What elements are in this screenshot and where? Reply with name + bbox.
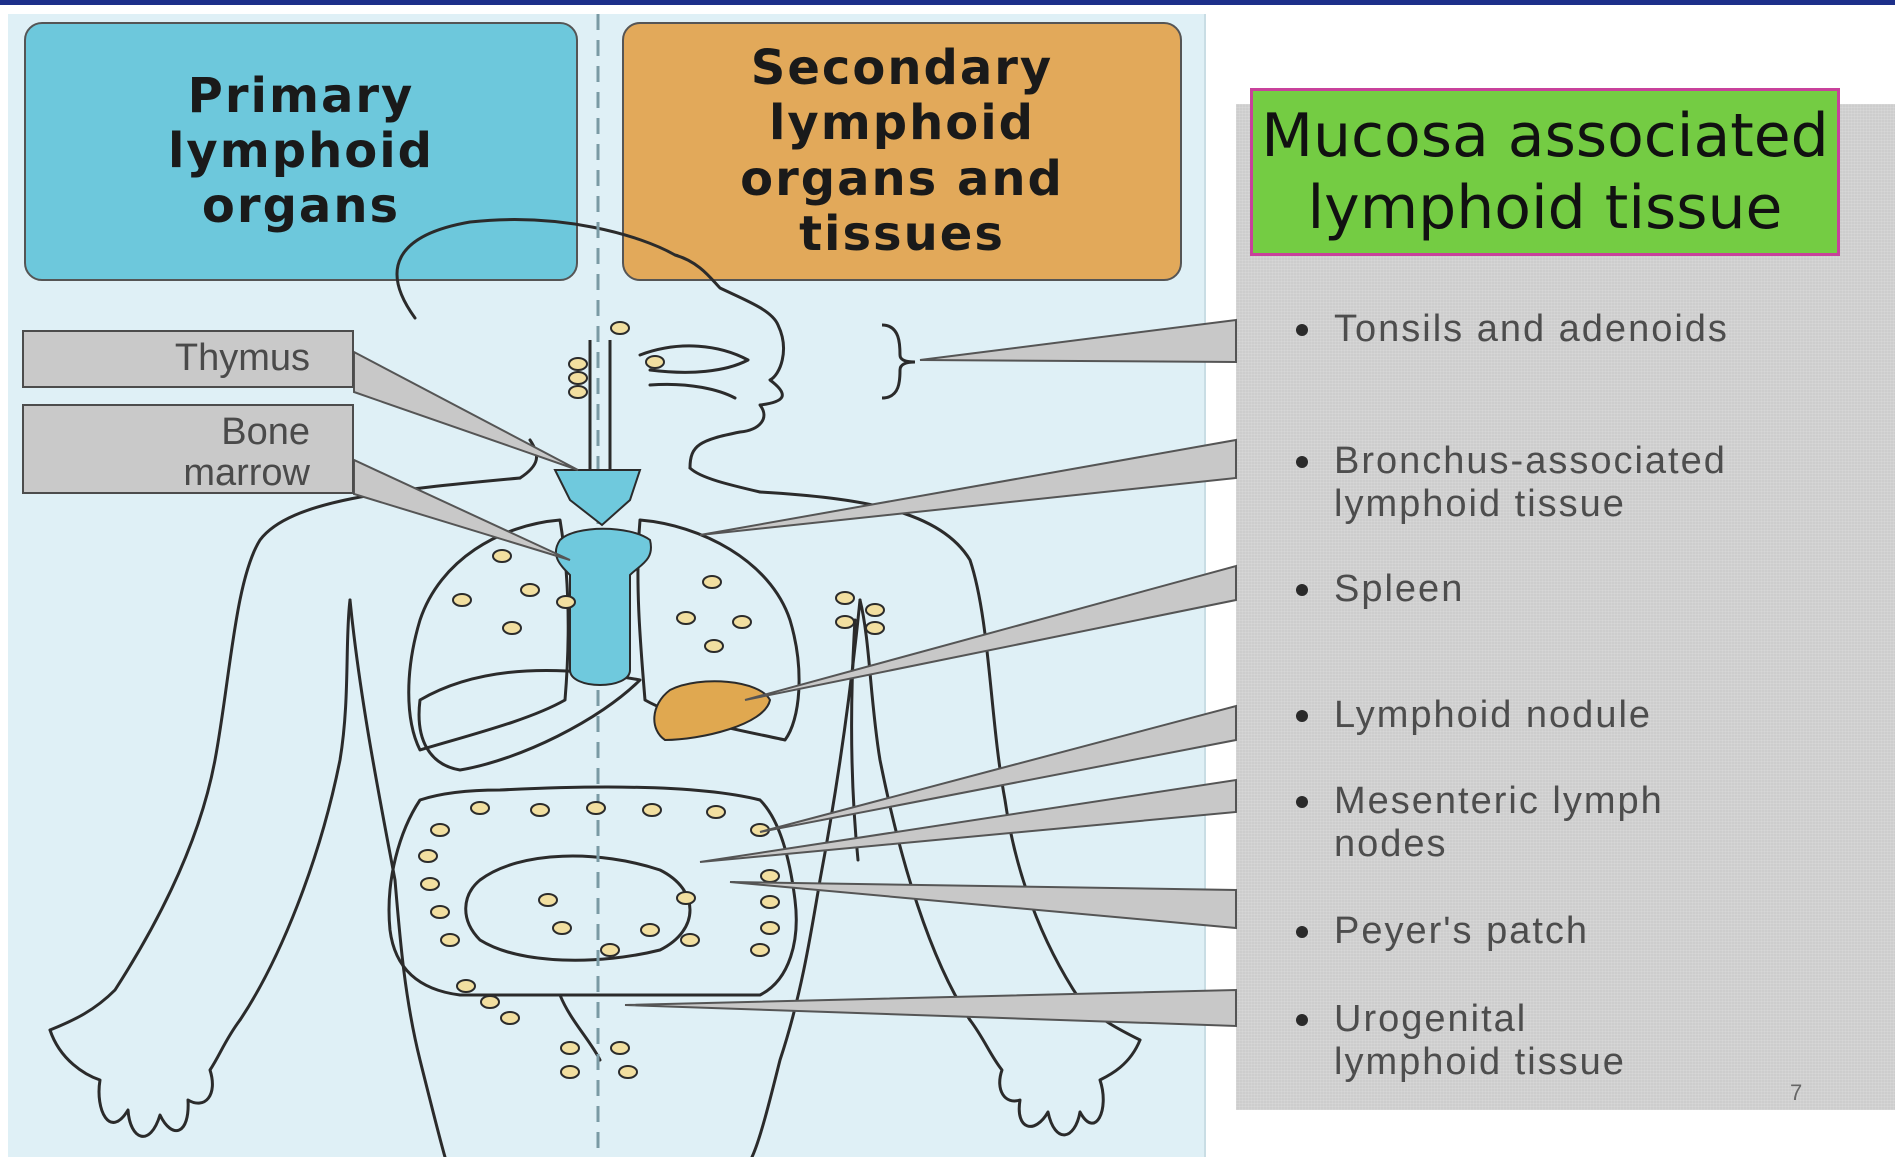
secondary-header-line: tissues [740,207,1064,262]
bullet-icon [1296,926,1308,938]
secondary-header-line: Secondary [740,41,1064,96]
secondary-header-line: organs and [740,152,1064,207]
tissue-item-text: lymphoid tissue [1334,1041,1626,1084]
tissue-item-lymphoid-nodule: Lymphoid nodule [1296,694,1652,737]
secondary-lymphoid-header: Secondary lymphoid organs and tissues [622,22,1182,281]
tissue-item-text: nodes [1334,823,1664,866]
bullet-icon [1296,1014,1308,1026]
tissue-item-mesenteric: Mesenteric lymph nodes [1296,780,1664,865]
page-number: 7 [1790,1080,1802,1106]
primary-header-line: organs [168,179,434,234]
bullet-icon [1296,584,1308,596]
bullet-icon [1296,710,1308,722]
thymus-label-text: Thymus [175,338,310,379]
secondary-header-line: lymphoid [740,96,1064,151]
tissue-item-bronchus: Bronchus-associated lymphoid tissue [1296,440,1727,525]
tissue-item-text: Mesenteric lymph [1334,780,1664,823]
tissue-item-text: Bronchus-associated [1334,440,1727,483]
bone-marrow-label: Bone marrow [22,404,354,494]
primary-header-line: Primary [168,69,434,124]
tissue-item-text: Lymphoid nodule [1334,694,1652,737]
primary-header-line: lymphoid [168,124,434,179]
bullet-icon [1296,456,1308,468]
tissue-item-text: Urogenital [1334,998,1626,1041]
bullet-icon [1296,796,1308,808]
tissue-item-urogenital: Urogenital lymphoid tissue [1296,998,1626,1083]
bullet-icon [1296,324,1308,336]
thymus-label: Thymus [22,330,354,388]
tissue-item-text: Tonsils and adenoids [1334,308,1729,351]
tissue-item-tonsils: Tonsils and adenoids [1296,308,1729,351]
tissue-list: Tonsils and adenoids Bronchus-associated… [1236,0,1895,1157]
tissue-item-text: Spleen [1334,568,1464,611]
primary-lymphoid-header: Primary lymphoid organs [24,22,578,281]
tissue-item-spleen: Spleen [1296,568,1464,611]
bone-marrow-label-line: marrow [24,453,310,494]
tissue-item-text: lymphoid tissue [1334,483,1727,526]
tissue-item-peyers-patch: Peyer's patch [1296,910,1589,953]
tissue-item-text: Peyer's patch [1334,910,1589,953]
bone-marrow-label-line: Bone [24,412,310,453]
